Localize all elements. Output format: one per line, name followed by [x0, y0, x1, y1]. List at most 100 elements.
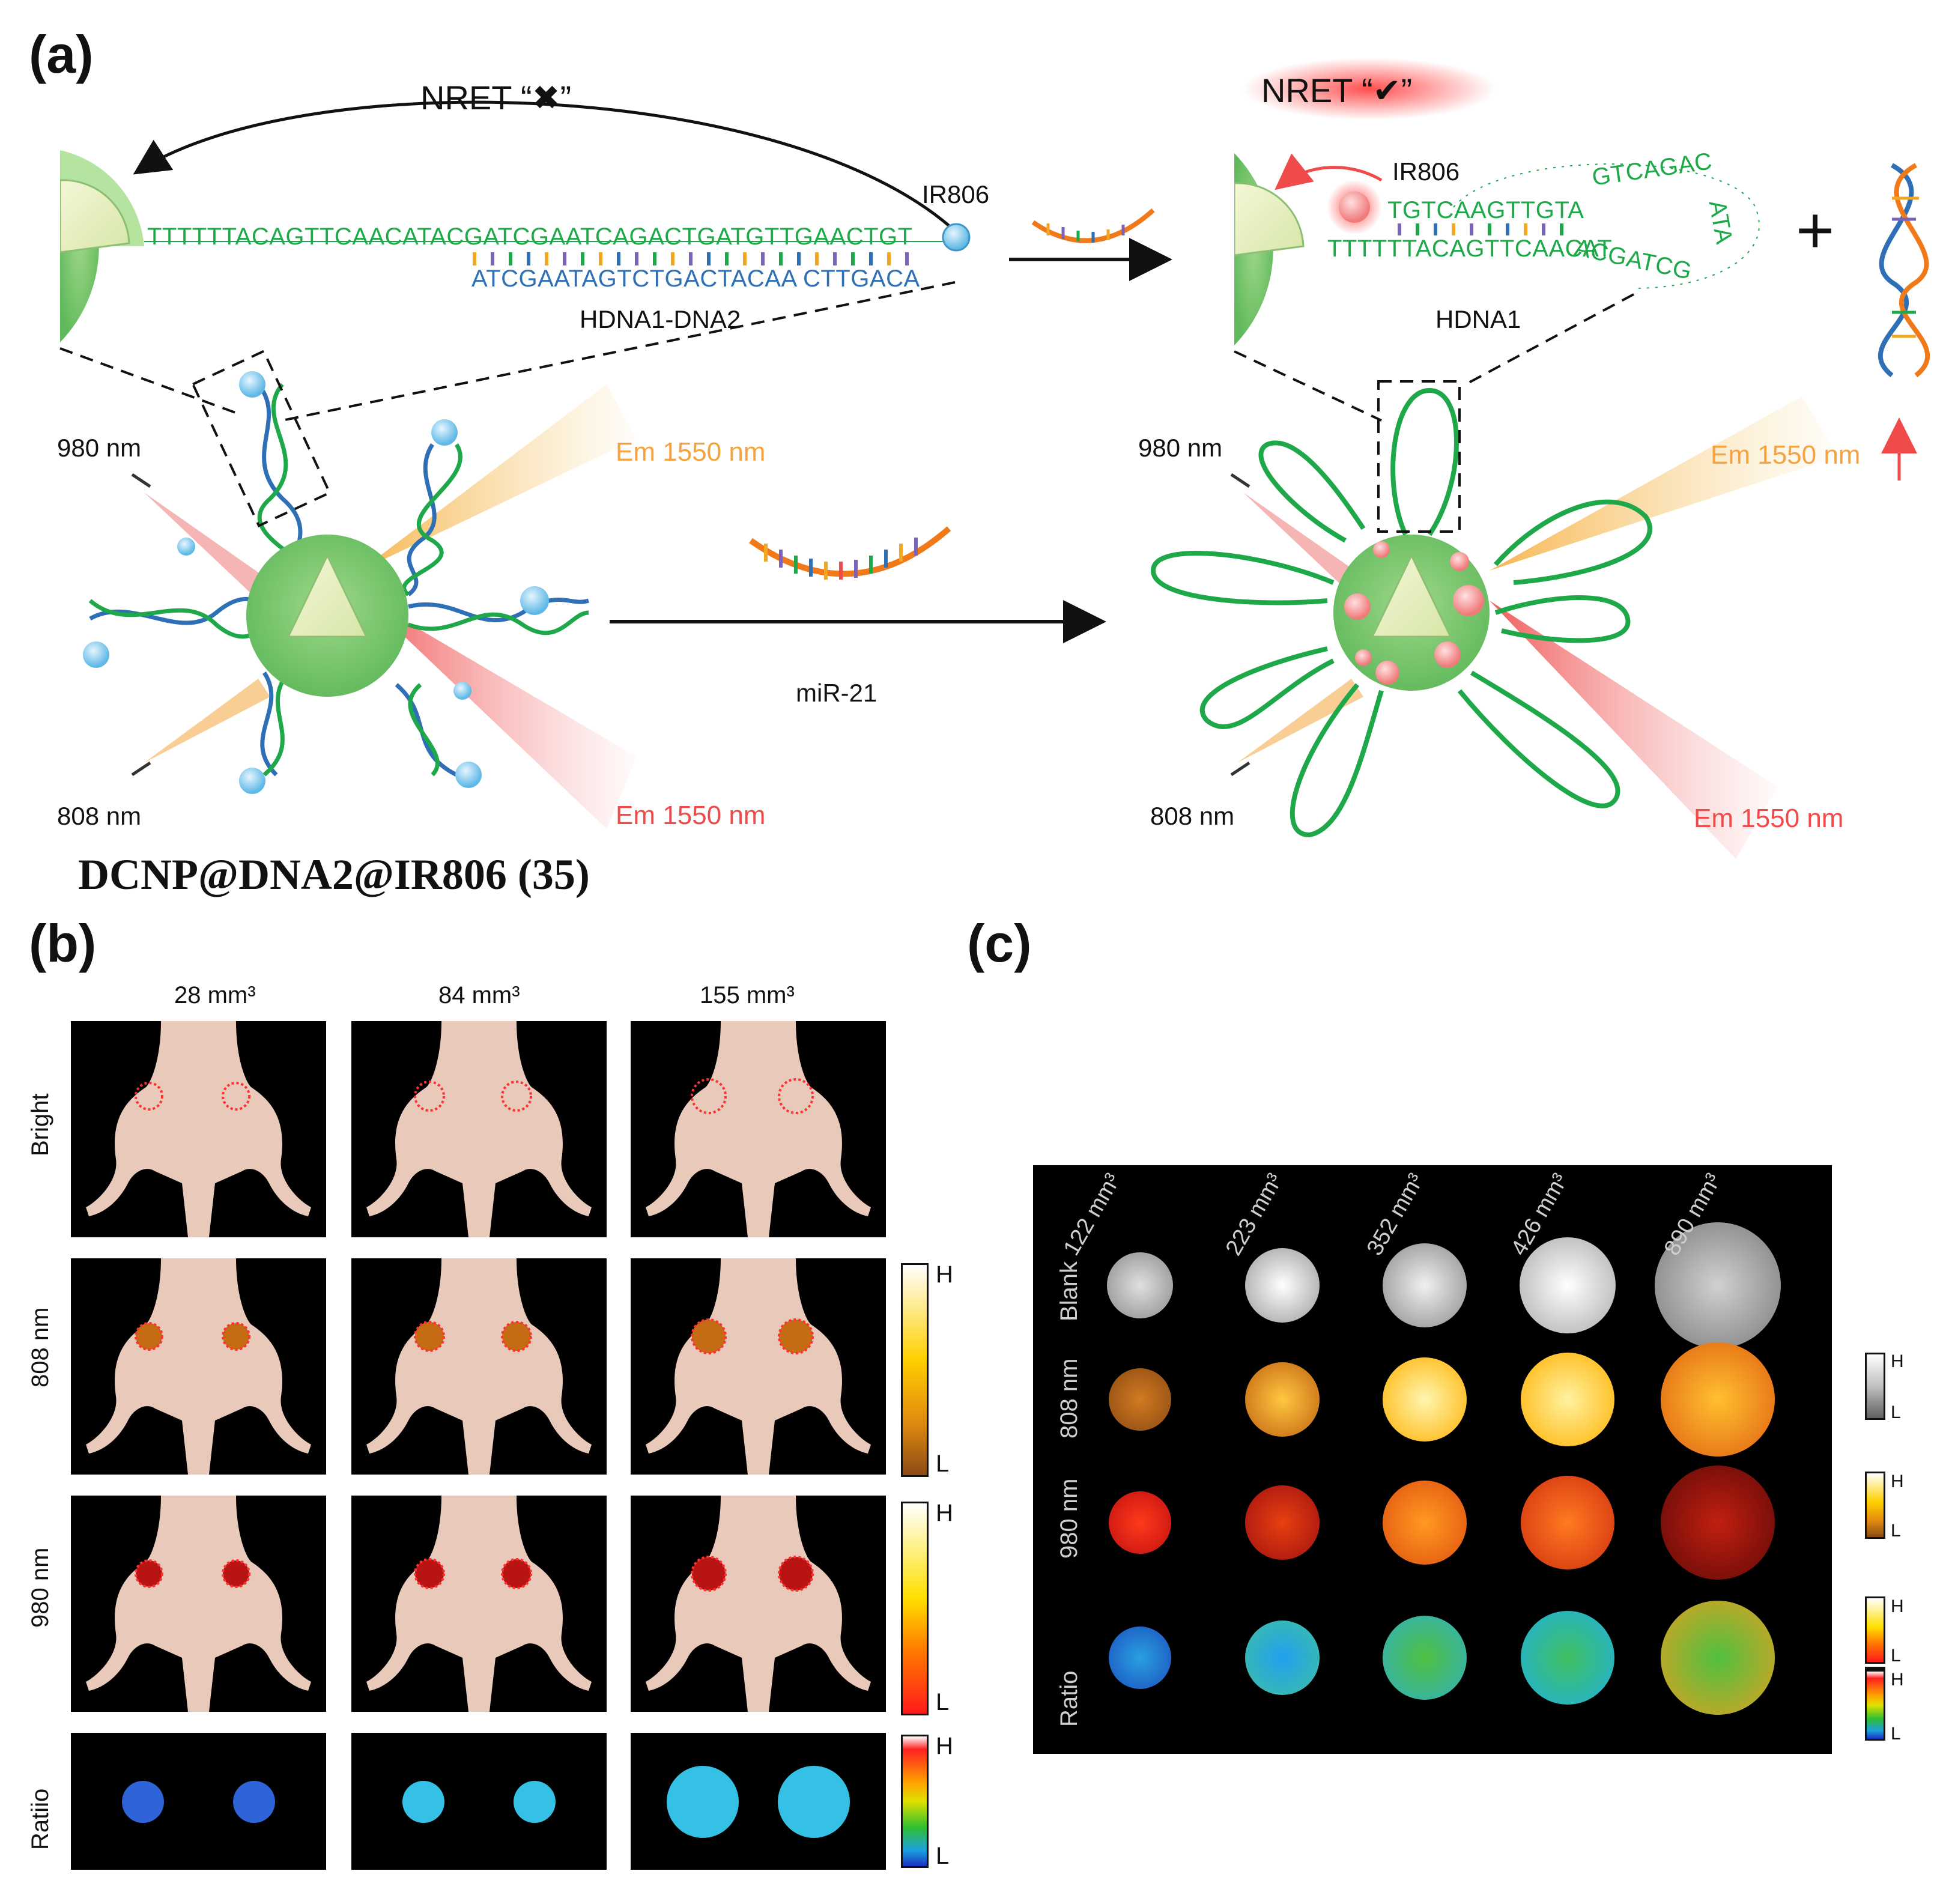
c-colorbar-blank-high: H: [1891, 1351, 1904, 1371]
panel-c-blob: [1661, 1466, 1775, 1580]
sequence-bottom-left: ATCGAATAGTCTGACTACAA CTTGACA: [471, 265, 920, 292]
c-colorbar-980: [1865, 1596, 1885, 1664]
panel-b-tile: [351, 1258, 607, 1475]
c-colorbar-808-high: H: [1891, 1472, 1904, 1491]
panel-c-blob: [1245, 1485, 1320, 1560]
nret-on-arrow: [1275, 153, 1383, 190]
colorbar-ratio-b-low: L: [936, 1843, 950, 1869]
c-colorbar-808: [1865, 1472, 1885, 1539]
sequence-right-stem-bottom: TTTTTTACAGTTCAACAT: [1327, 235, 1613, 262]
c-colorbar-blank: [1865, 1353, 1885, 1420]
ir806-dye-left: [942, 223, 971, 252]
colorbar-980-low: L: [936, 1689, 950, 1715]
panel-b-col-2: 84 mm³: [438, 982, 520, 1008]
nret-on-label: NRET “✔”: [1261, 71, 1413, 109]
mouse-image: [366, 1258, 592, 1475]
panel-c-blob: [1245, 1621, 1320, 1695]
colorbar-980: [901, 1502, 929, 1715]
panel-c-row-blank: Blank: [1056, 1261, 1082, 1321]
emission-bottom-left: Em 1550 nm: [616, 801, 766, 830]
complex-label-right: HDNA1: [1435, 305, 1521, 333]
colorbar-808: [901, 1263, 929, 1477]
panel-b-row-ratio: Ratiio: [27, 1788, 53, 1850]
colorbar-808-low: L: [936, 1451, 950, 1477]
colorbar-980-high: H: [936, 1500, 953, 1526]
sequence-top-left: TTTTTTACAGTTCAACATACGATCGAATCAGACTGATGTT…: [147, 223, 913, 250]
sequence-right-stem-top: TGTCAAGTTGTA: [1387, 197, 1584, 223]
mouse-image: [646, 1496, 871, 1712]
excitation-808-right: 808 nm: [1150, 802, 1235, 830]
panel-b-tile: [351, 1496, 607, 1712]
panel-c-blob: [1383, 1243, 1467, 1327]
c-colorbar-blank-low: L: [1891, 1402, 1901, 1422]
ratio-image: [667, 1766, 850, 1838]
panel-label-b: (b): [29, 914, 97, 973]
panel-b-col-1: 28 mm³: [174, 982, 256, 1008]
panel-a-caption: DCNP@DNA2@IR806 (35): [78, 850, 590, 899]
colorbar-808-high: H: [936, 1261, 953, 1288]
excitation-808-left: 808 nm: [57, 802, 142, 830]
emission-top-right: Em 1550 nm: [1711, 440, 1861, 470]
panel-b-tile: [71, 1021, 326, 1237]
panel-b-tile: [631, 1258, 886, 1475]
panel-c-blob: [1107, 1252, 1173, 1318]
nanoparticle-right: [1150, 387, 1838, 859]
panel-b-tile: [71, 1258, 326, 1475]
panel-label-a: (a): [29, 25, 94, 84]
panel-c-blob: [1245, 1362, 1320, 1437]
half-sphere-left: [0, 144, 144, 348]
nret-off-arrow: [133, 100, 953, 229]
panel-b-row-980: 980 nm: [27, 1547, 53, 1628]
panel-c-blob: [1521, 1353, 1614, 1446]
mouse-image: [86, 1496, 311, 1712]
panel-b-tile: [71, 1496, 326, 1712]
mirna-small-icon: [1031, 208, 1155, 243]
mouse-image: [646, 1021, 871, 1237]
free-dna-helix-icon: [1878, 163, 1930, 378]
mouse-image: [646, 1258, 871, 1475]
ir806-label-left: IR806: [922, 180, 990, 208]
panel-label-c: (c): [967, 914, 1032, 973]
panel-b-tile: [351, 1021, 607, 1237]
mirna-label: miR-21: [796, 679, 878, 707]
ratio-image: [402, 1781, 556, 1823]
mouse-image: [86, 1021, 311, 1237]
panel-c-blob: [1109, 1491, 1171, 1554]
hdna1-hairpin: [1453, 163, 1760, 289]
panel-b-col-3: 155 mm³: [700, 982, 795, 1008]
excitation-980-right: 980 nm: [1138, 434, 1223, 462]
panel-c-blob: [1521, 1611, 1614, 1705]
panel-b-row-bright: Bright: [27, 1093, 53, 1157]
c-colorbar-ratio-high: H: [1891, 1670, 1904, 1690]
mouse-image: [366, 1021, 592, 1237]
panel-b-tile: [631, 1021, 886, 1237]
panel-c-blob: [1655, 1222, 1781, 1348]
colorbar-ratio-b-high: H: [936, 1733, 953, 1759]
panel-c-blob: [1383, 1616, 1467, 1700]
emission-bottom-right: Em 1550 nm: [1694, 804, 1844, 833]
panel-a-schematic: [0, 58, 1930, 859]
c-colorbar-808-low: L: [1891, 1521, 1901, 1541]
panel-c-blob: [1383, 1481, 1467, 1565]
panel-c-blob: [1109, 1627, 1171, 1689]
excitation-980-left: 980 nm: [57, 434, 142, 462]
c-colorbar-ratio: [1865, 1667, 1885, 1670]
panel-c-row-980: 980 nm: [1056, 1478, 1082, 1559]
panel-c-blob: [1661, 1601, 1775, 1715]
panel-b-tile: [631, 1496, 886, 1712]
mouse-image: [366, 1496, 592, 1712]
panel-c-blob: [1661, 1342, 1775, 1457]
nanoparticle-left: [83, 371, 637, 829]
plus-sign: +: [1796, 193, 1835, 267]
panel-c-blob: [1521, 1476, 1614, 1569]
c-colorbar-980-low: L: [1891, 1646, 1901, 1666]
ir806-label-right: IR806: [1392, 157, 1460, 186]
panel-c-blob: [1109, 1368, 1171, 1431]
c-colorbar-ratio-low: L: [1891, 1724, 1901, 1744]
c-colorbar-ratio-bar: [1865, 1670, 1885, 1741]
nret-off-label: NRET “✖”: [420, 79, 572, 117]
panel-c-row-808: 808 nm: [1056, 1358, 1082, 1439]
panel-b-tile: [351, 1733, 607, 1870]
mouse-image: [86, 1258, 311, 1475]
panel-c-blob: [1520, 1237, 1616, 1333]
